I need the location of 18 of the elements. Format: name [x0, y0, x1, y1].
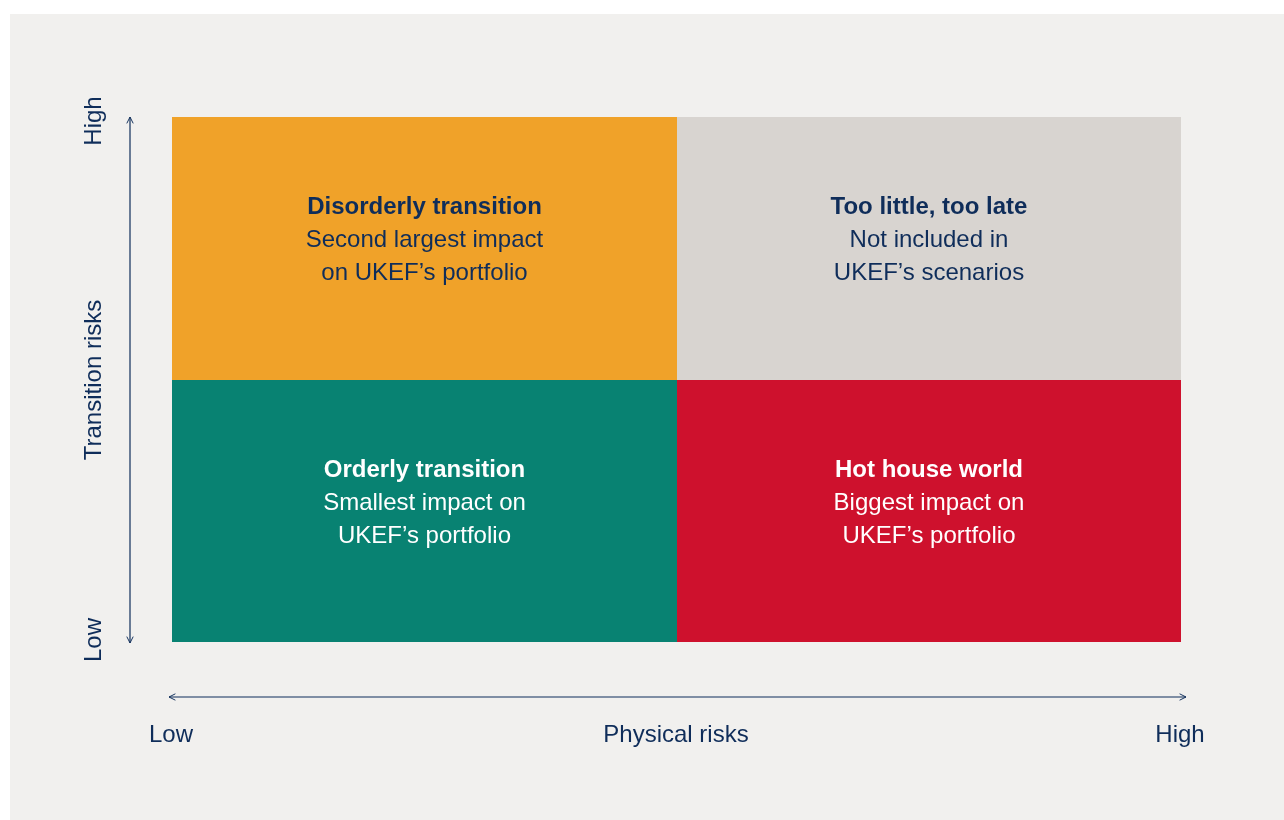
quadrant	[172, 380, 677, 642]
quadrant-description: Not included in UKEF’s scenarios	[832, 224, 1026, 287]
quadrant-title: Disorderly transition	[307, 191, 542, 221]
quadrant-title: Too little, too late	[830, 191, 1028, 221]
axis-title: Physical risks	[603, 720, 749, 748]
axis-label: High	[1155, 720, 1205, 748]
quadrant	[677, 380, 1181, 642]
quadrant-description: Second largest impact on UKEF’s portfolio	[304, 224, 545, 287]
axis-label: Low	[79, 618, 107, 662]
axis-label: High	[79, 96, 107, 146]
quadrant-title: Hot house world	[835, 453, 1023, 484]
axis-title: Transition risks	[79, 299, 107, 461]
quadrant	[172, 117, 677, 380]
quadrant-description: Biggest impact on UKEF’s portfolio	[832, 486, 1026, 550]
quadrant	[677, 117, 1181, 380]
axis-label: Low	[149, 720, 193, 748]
quadrant-title: Orderly transition	[323, 453, 526, 484]
quadrant-description: Smallest impact on UKEF’s portfolio	[322, 486, 527, 550]
